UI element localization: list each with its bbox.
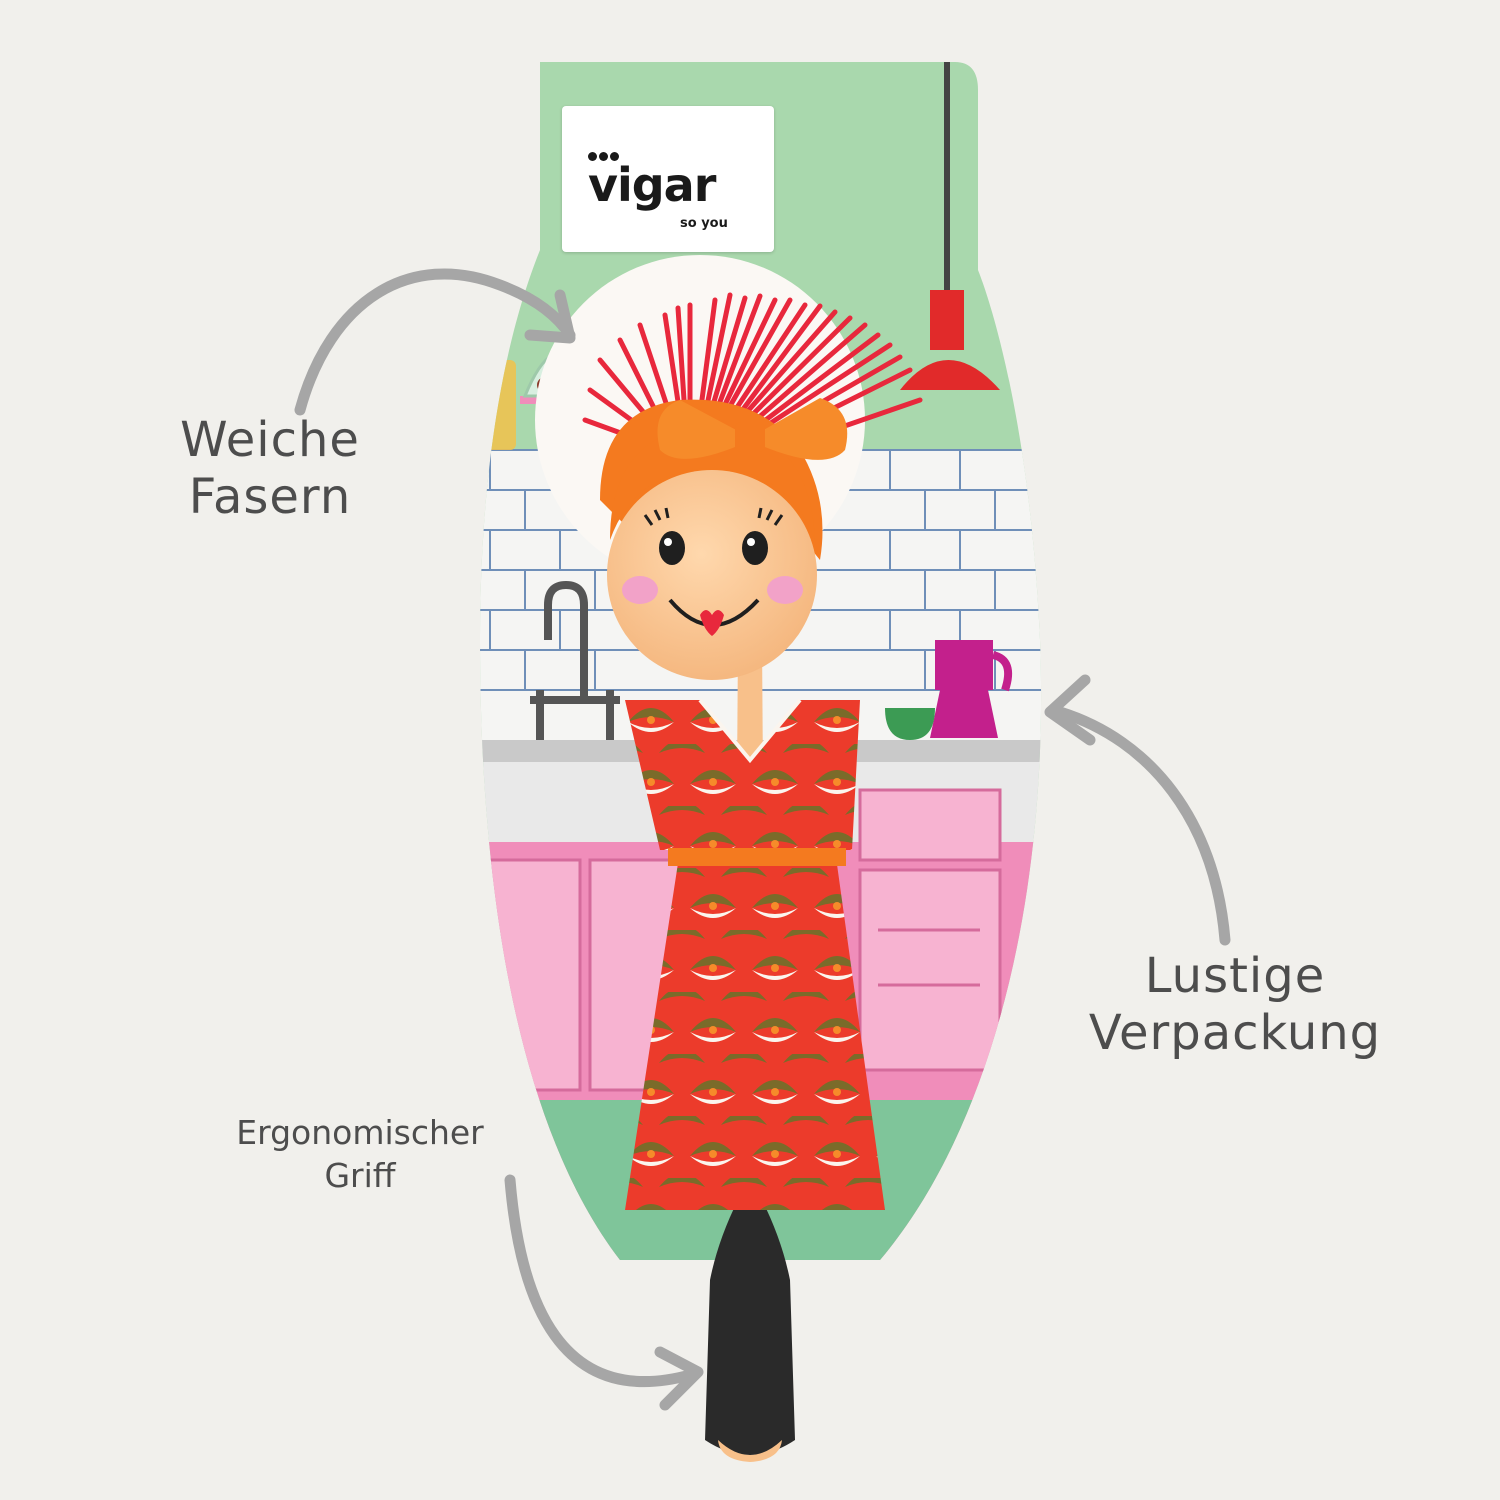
faucet (530, 580, 620, 740)
callout-ergonomic-grip: Ergonomischer Griff (205, 1112, 515, 1198)
arrow-to-grip (504, 1174, 696, 1387)
callout-fun-packaging: Lustige Verpackung (1045, 948, 1425, 1061)
curved-arrow-icon (294, 268, 1231, 1411)
arrow-to-packaging (1054, 706, 1231, 946)
callout-soft-fibers-line1: Weiche (180, 412, 360, 468)
brand-name: vigar (588, 158, 716, 212)
callout-soft-fibers: Weiche Fasern (150, 412, 390, 525)
pendant-lamp (900, 62, 1000, 390)
brand-dots-icon (588, 146, 621, 165)
arrow-to-bristles (294, 268, 576, 416)
arrow-to-bristles-head (524, 289, 576, 344)
brush-head-face (600, 398, 848, 680)
brand-tagline: so you (680, 216, 728, 231)
callout-fun-packaging-line2: Verpackung (1088, 1004, 1382, 1061)
callout-ergonomic-grip-line1: Ergonomischer (236, 1113, 484, 1152)
red-bristles (582, 292, 923, 453)
packaging-card (480, 62, 1042, 1260)
hair-bow (657, 398, 848, 460)
arrow-to-grip-head (654, 1346, 704, 1411)
callout-ergonomic-grip-line2: Griff (324, 1155, 396, 1195)
callout-soft-fibers-line2: Fasern (188, 468, 352, 525)
moka-pot (930, 640, 1012, 738)
coffee-cup (885, 708, 935, 740)
arrow-to-packaging-head (1044, 674, 1096, 746)
brand-logo-card: vigar so you (562, 106, 774, 252)
callout-fun-packaging-line1: Lustige (1144, 948, 1326, 1004)
dress-cover (625, 698, 885, 1210)
